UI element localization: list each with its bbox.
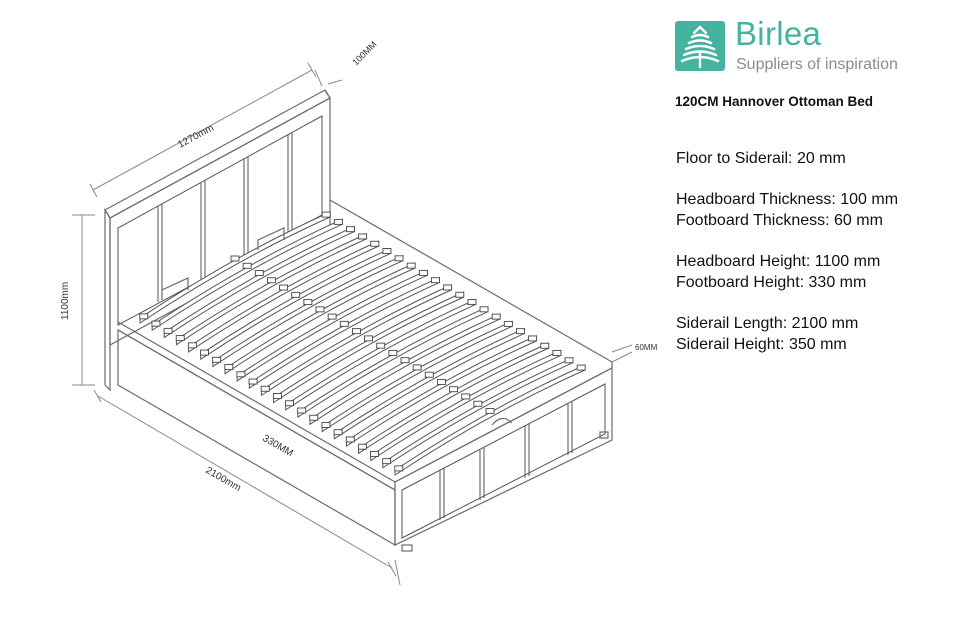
spec-floor-to-siderail: Floor to Siderail: 20 mm: [676, 150, 846, 167]
slat-holder: [394, 465, 404, 472]
slat-holder: [212, 356, 222, 363]
spec-list: Floor to Siderail: 20 mm Headboard Thick…: [676, 148, 956, 375]
slat-holder: [333, 218, 343, 225]
slat-holder: [345, 436, 355, 443]
brand-tagline: Suppliers of inspiration: [736, 56, 898, 73]
slat-holder: [357, 443, 367, 450]
slat-holder: [540, 342, 550, 349]
slat-holder: [400, 357, 410, 364]
slat-holder: [339, 320, 349, 327]
slat-holder: [528, 335, 538, 342]
product-title: 120CM Hannover Ottoman Bed: [675, 94, 874, 109]
slat-base: [139, 211, 586, 476]
slat-holder: [418, 269, 428, 276]
slat-holder: [406, 262, 416, 269]
slat-holder: [248, 378, 258, 385]
slat-holder: [516, 328, 525, 335]
spec-headboard-thickness: Headboard Thickness: 100 mm: [676, 191, 899, 208]
dim-label-headboard-height: 1100mm: [60, 282, 71, 320]
slat-holder: [364, 335, 374, 342]
slat-holder: [346, 226, 355, 233]
spec-footboard-height: Footboard Height: 330 mm: [676, 274, 867, 291]
slat-holder: [187, 342, 197, 349]
slat-holder: [351, 328, 361, 335]
slat-holder: [321, 211, 331, 218]
slat-holder: [370, 450, 379, 457]
slat-holder: [370, 240, 380, 247]
slat-holder: [485, 408, 495, 414]
slat-holder: [242, 262, 252, 269]
spec-group-thickness: Headboard Thickness: 100 mm Footboard Th…: [676, 189, 956, 231]
spec-headboard-height: Headboard Height: 1100 mm: [676, 253, 881, 270]
slat-holder: [436, 379, 446, 385]
slat-holder: [230, 255, 240, 262]
slat-holder: [291, 291, 301, 298]
dim-label-width: 1270mm: [176, 123, 216, 151]
slat-holder: [321, 422, 331, 428]
slat-holder: [388, 349, 398, 356]
spec-siderail-length: Siderail Length: 2100 mm: [676, 315, 859, 332]
slat-holder: [297, 407, 307, 414]
spec-group-floor: Floor to Siderail: 20 mm: [676, 148, 956, 169]
slat-holder: [272, 393, 282, 399]
slat-holder: [443, 284, 453, 291]
spec-group-siderail: Siderail Length: 2100 mm Siderail Height…: [676, 313, 956, 355]
slat-holder: [455, 291, 465, 298]
dimension-lines: [72, 62, 633, 586]
slat-holder: [473, 400, 483, 407]
lift-handles: [161, 227, 513, 426]
slat-holder: [260, 385, 270, 392]
dim-label-headboard-thickness: 100MM: [350, 39, 378, 67]
dim-label-footboard-height: 330MM: [261, 433, 295, 459]
bed-technical-drawing: 1270mm 100MM 1100mm 60MM 330MM 2100mm: [60, 39, 658, 586]
dim-label-footboard-thickness: 60MM: [635, 343, 658, 352]
bed-base: [117, 199, 613, 552]
slat-holder: [424, 371, 434, 378]
slat-holder: [151, 320, 161, 327]
slat-holder: [449, 386, 459, 393]
slat-holder: [431, 277, 440, 284]
slat-holder: [467, 299, 477, 305]
slat-holder: [285, 400, 294, 407]
slat-holder: [266, 277, 276, 284]
slat-holder: [382, 458, 392, 465]
slat-holder: [503, 320, 513, 327]
christmas-tree-icon: [675, 21, 725, 71]
slat-holder: [376, 342, 386, 349]
slat-holder: [491, 313, 501, 320]
spec-footboard-thickness: Footboard Thickness: 60 mm: [676, 212, 883, 229]
slat-holder: [327, 313, 337, 320]
slat-holder: [236, 371, 246, 378]
brand-name: Birlea: [735, 15, 822, 52]
slat-holder: [382, 248, 392, 254]
slat-holder: [461, 393, 471, 400]
spec-group-height: Headboard Height: 1100 mm Footboard Heig…: [676, 251, 956, 293]
slat-holder: [333, 429, 343, 436]
slat-holder: [200, 349, 209, 356]
slat-holder: [315, 306, 325, 313]
slat-holder: [564, 357, 574, 364]
slat-holder: [254, 270, 264, 276]
slat-holder: [576, 364, 586, 371]
slat-holder: [412, 364, 422, 371]
slat-holder: [552, 350, 562, 356]
slat-holder: [224, 364, 234, 371]
slat-holder: [394, 255, 404, 262]
spec-siderail-height: Siderail Height: 350 mm: [676, 336, 847, 353]
slat-holder: [358, 233, 368, 240]
slat-holder: [279, 284, 289, 291]
slat-holder: [309, 414, 319, 421]
slat-holder: [139, 313, 149, 320]
slat-holder: [163, 327, 173, 334]
slat-holder: [479, 306, 489, 313]
slat-holder: [175, 335, 185, 342]
slat-holder: [303, 299, 313, 306]
